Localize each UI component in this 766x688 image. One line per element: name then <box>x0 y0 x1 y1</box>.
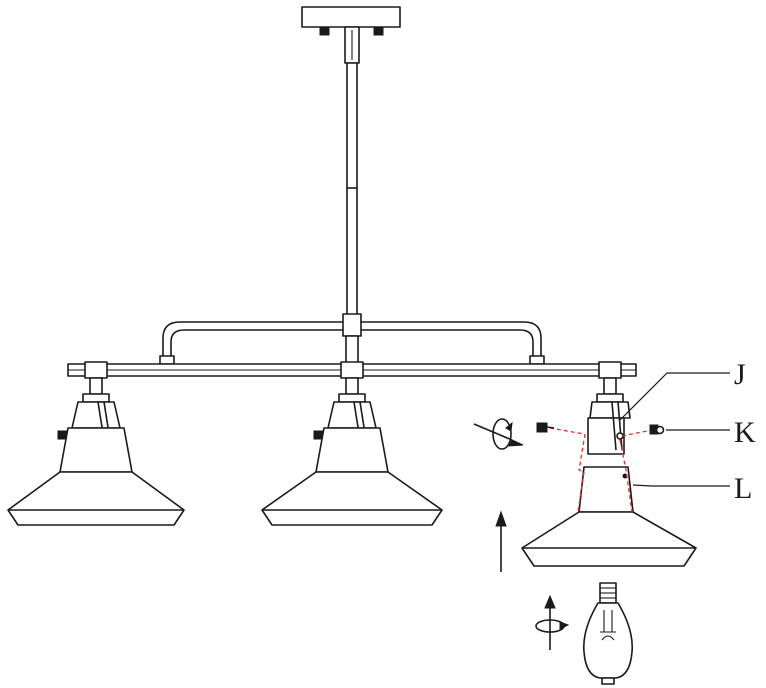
bulb-rotate-icon <box>535 594 570 650</box>
ceiling-canopy <box>301 6 401 64</box>
assembly-guides <box>549 427 653 513</box>
up-arrow-icon <box>495 510 507 572</box>
lamp-left <box>7 361 185 526</box>
edison-bulb-icon <box>582 582 634 685</box>
rotate-arrow-icon <box>473 418 524 450</box>
screw-k <box>649 424 665 435</box>
lamp-shade <box>521 511 697 567</box>
downrod <box>342 62 362 367</box>
lamp-middle <box>261 361 443 526</box>
label-j: J <box>734 358 746 391</box>
screw-left <box>536 422 555 433</box>
label-l: L <box>734 472 752 505</box>
callout-leaders <box>619 372 730 487</box>
label-k: K <box>734 416 756 449</box>
lamp-right-exploded <box>521 361 697 567</box>
